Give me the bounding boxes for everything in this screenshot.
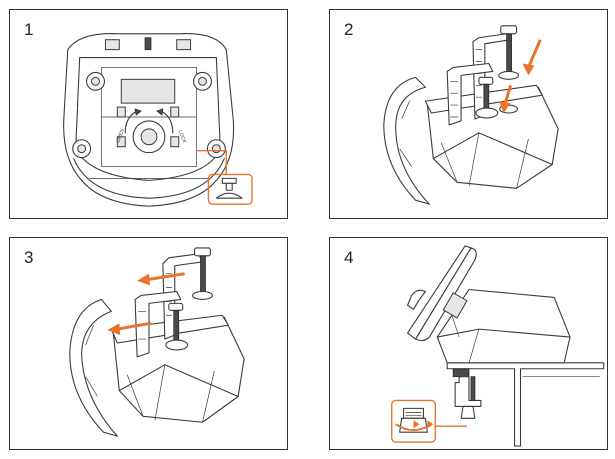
step-3-panel: 3 — [9, 237, 288, 450]
steering-wheel-icon — [383, 76, 430, 205]
step-number: 2 — [344, 20, 354, 39]
clamp-icon — [452, 368, 482, 419]
suction-cup-icon — [215, 177, 243, 199]
clamp-slide-illustration — [69, 247, 245, 437]
clamp-attach-illustration — [383, 25, 559, 205]
step-number: 3 — [24, 248, 34, 267]
suction-cup-callout — [207, 173, 253, 205]
arrow-icon — [107, 272, 185, 336]
steering-wheel-icon — [69, 298, 118, 437]
lock-label: LOCK — [177, 129, 187, 144]
step-number: 1 — [24, 20, 34, 39]
clamp-knob-callout — [391, 399, 437, 443]
table-mount-illustration — [391, 245, 605, 447]
rotate-arrow-icon — [395, 407, 434, 433]
wheel-underside-illustration: OPEN LOCK — [63, 33, 253, 207]
arrow-icon — [498, 39, 542, 114]
step-4-panel: 4 — [329, 237, 608, 450]
step-number: 4 — [344, 248, 354, 267]
step-2-panel: 2 — [329, 9, 608, 219]
step-1-panel: 1 OPEN LOCK — [9, 9, 288, 219]
open-label: OPEN — [116, 128, 127, 144]
steering-wheel-icon — [407, 245, 477, 342]
